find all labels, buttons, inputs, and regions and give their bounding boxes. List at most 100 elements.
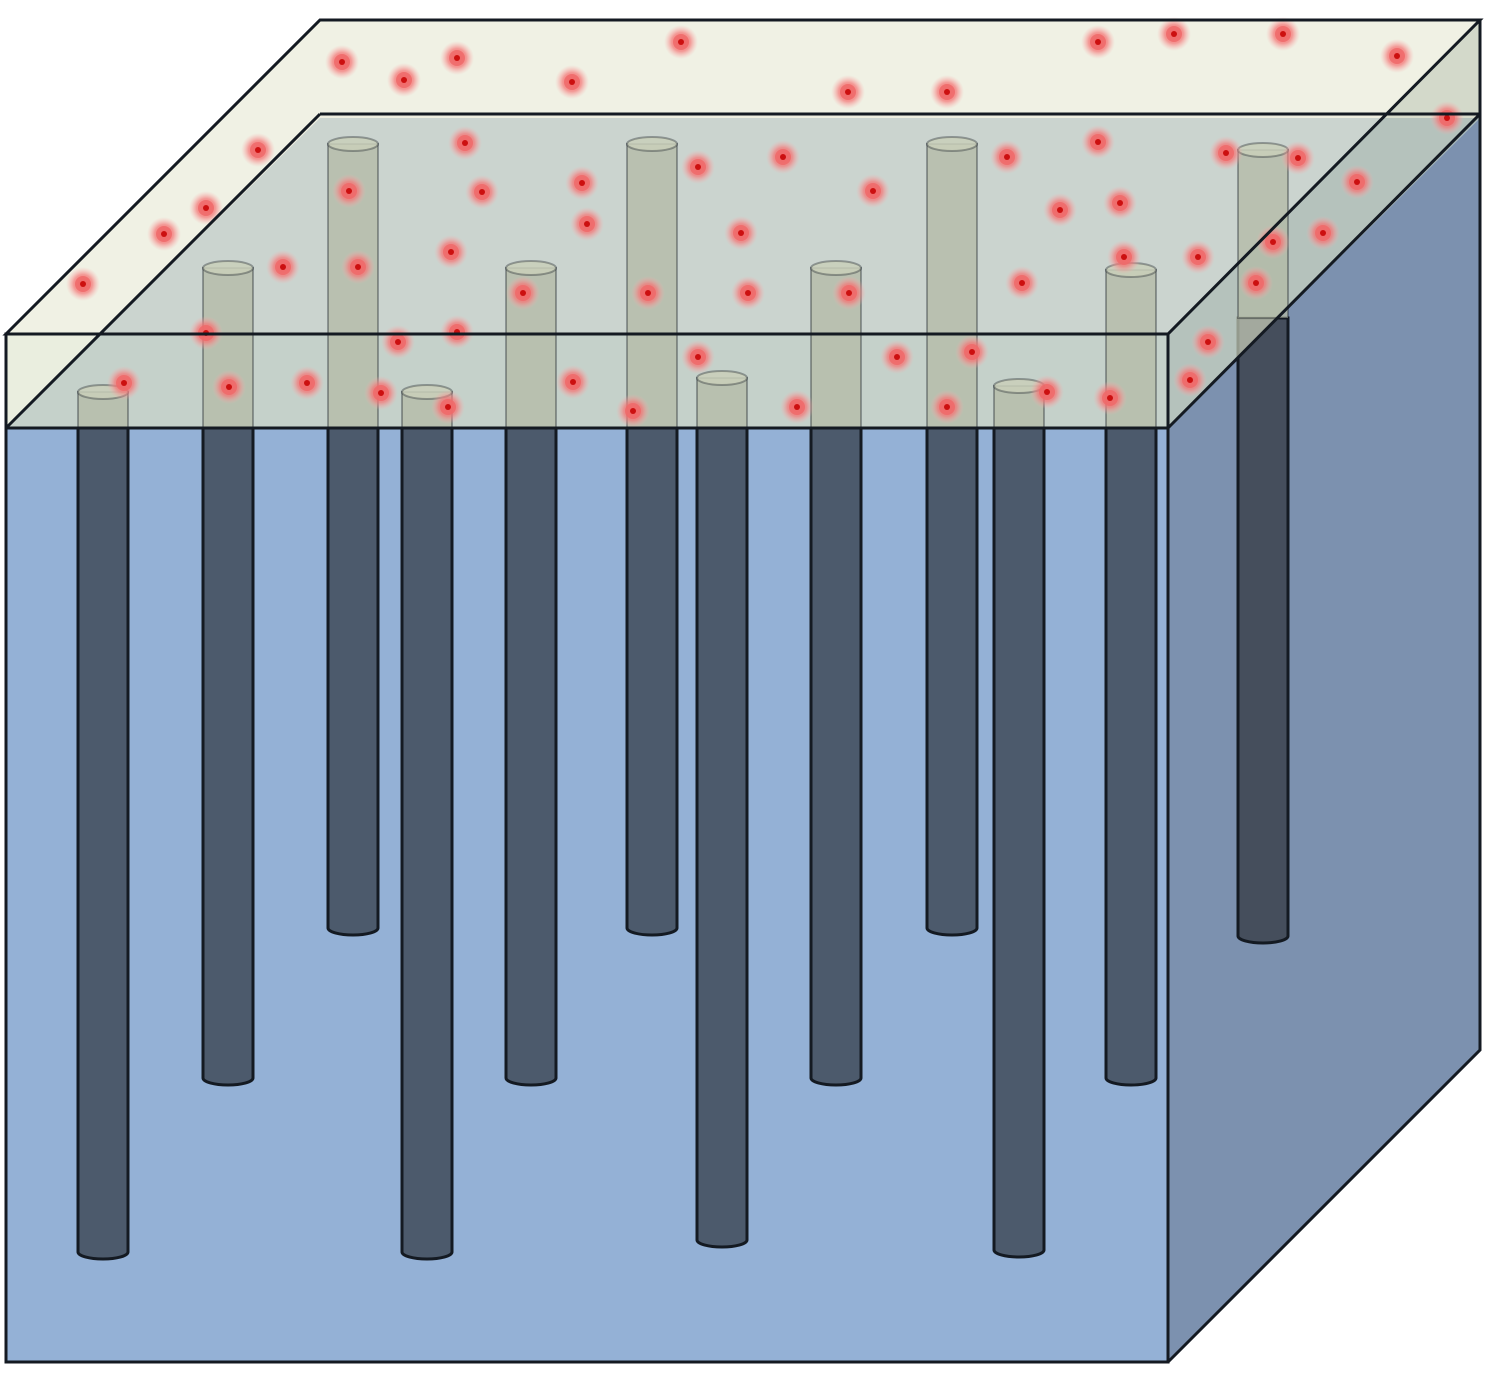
block-outlines xyxy=(2,18,1484,1364)
particle-core xyxy=(1394,53,1400,59)
nanopillar-body xyxy=(992,426,1046,1259)
particle xyxy=(325,45,359,79)
particle xyxy=(387,63,421,97)
particle xyxy=(434,235,468,269)
nanopillar-tip xyxy=(696,370,748,429)
nanopillar-tips xyxy=(77,136,1289,429)
particle-core xyxy=(448,249,454,255)
particle-core xyxy=(1205,339,1211,345)
particle-core xyxy=(355,264,361,270)
nanopillar-bodies xyxy=(76,316,1290,1261)
nanopillar-body xyxy=(326,426,380,937)
particle xyxy=(1081,125,1115,159)
particle xyxy=(465,175,499,209)
nanopillar-cap xyxy=(1237,142,1289,158)
particle-core xyxy=(121,380,127,386)
particle-core xyxy=(1095,39,1101,45)
nanopillar-cap xyxy=(505,260,557,276)
nanopillar-cap xyxy=(696,370,748,386)
particle xyxy=(440,41,474,75)
particle xyxy=(1107,240,1141,274)
particle-core xyxy=(630,408,636,414)
particle xyxy=(266,250,300,284)
particle-core xyxy=(870,188,876,194)
particle-core xyxy=(80,281,86,287)
particle-core xyxy=(161,231,167,237)
nanopillar-cap xyxy=(926,136,978,152)
nanopillar-body xyxy=(76,426,130,1261)
particle xyxy=(440,315,474,349)
particle-core xyxy=(1253,280,1259,286)
particle-core xyxy=(944,404,950,410)
particle xyxy=(1093,381,1127,415)
particle xyxy=(1281,141,1315,175)
particle xyxy=(431,390,465,424)
nanopillar-body xyxy=(809,426,863,1087)
particle xyxy=(556,365,590,399)
particle xyxy=(1306,216,1340,250)
particle-core xyxy=(794,404,800,410)
particle xyxy=(332,174,366,208)
particle xyxy=(506,276,540,310)
particle-core xyxy=(584,221,590,227)
particle xyxy=(241,133,275,167)
particle-core xyxy=(479,189,485,195)
particle xyxy=(880,340,914,374)
particle xyxy=(1340,165,1374,199)
particle-core xyxy=(1195,254,1201,260)
nanopillar xyxy=(201,426,255,1087)
nanopillar xyxy=(809,426,863,1087)
particle xyxy=(1181,240,1215,274)
nanopillar-body xyxy=(504,426,558,1087)
particle xyxy=(555,65,589,99)
particle-core xyxy=(1019,280,1025,286)
particle xyxy=(681,150,715,184)
particle xyxy=(930,390,964,424)
particle-core xyxy=(944,89,950,95)
particle xyxy=(616,394,650,428)
particle-core xyxy=(645,290,651,296)
nanopillar xyxy=(76,426,130,1261)
particle-core xyxy=(339,59,345,65)
nanopillar xyxy=(992,426,1046,1259)
particle xyxy=(631,276,665,310)
particle xyxy=(724,216,758,250)
particle-core xyxy=(1295,155,1301,161)
nanopillar xyxy=(400,426,454,1261)
particle xyxy=(731,276,765,310)
particle-core xyxy=(401,77,407,83)
particle xyxy=(1191,325,1225,359)
particle xyxy=(565,166,599,200)
particle xyxy=(212,370,246,404)
nanopillar-tip xyxy=(926,136,978,429)
particle-core xyxy=(845,89,851,95)
particle-core xyxy=(255,147,261,153)
particle-core xyxy=(678,39,684,45)
particle-core xyxy=(1107,395,1113,401)
particle-core xyxy=(1121,254,1127,260)
particle-core xyxy=(346,188,352,194)
particle xyxy=(1380,39,1414,73)
particle-core xyxy=(1280,31,1286,37)
particle xyxy=(364,376,398,410)
nanopillar-cap xyxy=(202,260,254,276)
particle-core xyxy=(1004,154,1010,160)
substrate-side-outline xyxy=(1166,118,1482,1364)
particle xyxy=(1030,375,1064,409)
particle xyxy=(1081,25,1115,59)
nanopillar xyxy=(695,426,749,1249)
particle-core xyxy=(304,380,310,386)
particle xyxy=(856,174,890,208)
particle xyxy=(766,140,800,174)
particle-core xyxy=(462,140,468,146)
particle xyxy=(990,140,1024,174)
particle-core xyxy=(1320,230,1326,236)
particle-core xyxy=(969,349,975,355)
particle-core xyxy=(570,379,576,385)
nanopillar-body xyxy=(1236,316,1290,945)
particle-core xyxy=(780,154,786,160)
particle-core xyxy=(1223,150,1229,156)
particle xyxy=(570,207,604,241)
particle xyxy=(1239,266,1273,300)
